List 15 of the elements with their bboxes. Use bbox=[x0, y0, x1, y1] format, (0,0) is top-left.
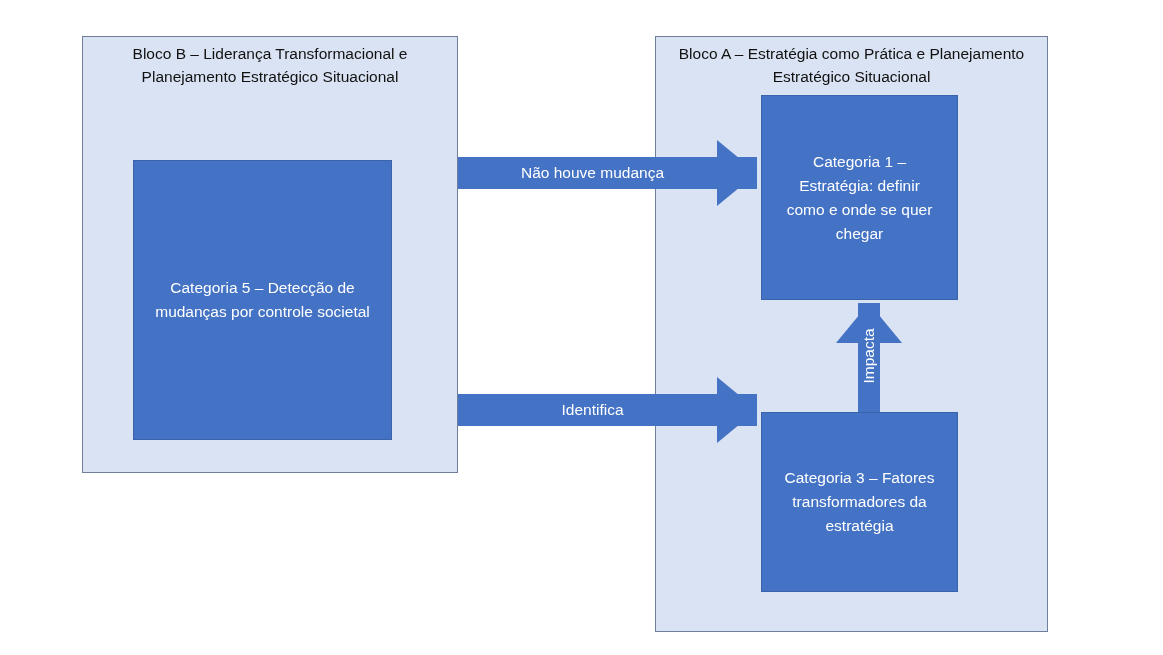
edge-label: Não houve mudança bbox=[521, 164, 664, 182]
category-box bbox=[761, 95, 958, 300]
block-arrow bbox=[836, 303, 902, 412]
category-text: Categoria 3 – Fatores transformadores da estratégia bbox=[783, 468, 936, 536]
panel-title: Bloco A – Estratégia como Prática e Planejamento Estratégico Situacional bbox=[677, 44, 1026, 87]
edge-label: Identifica bbox=[561, 401, 624, 419]
edge-label: Impacta bbox=[860, 327, 878, 384]
category-text: Categoria 1 – Estratégia: definir como e onde se quer chegar bbox=[785, 151, 934, 244]
category-box bbox=[761, 412, 958, 592]
panel-title: Bloco B – Liderança Transformacional e Planejamento Estratégico Situacional bbox=[131, 44, 409, 87]
group-panel bbox=[82, 36, 458, 473]
category-text: Categoria 5 – Detecção de mudanças por controle societal bbox=[154, 278, 371, 322]
block-arrow bbox=[458, 377, 757, 443]
category-box bbox=[133, 160, 392, 440]
block-arrow bbox=[458, 140, 757, 206]
